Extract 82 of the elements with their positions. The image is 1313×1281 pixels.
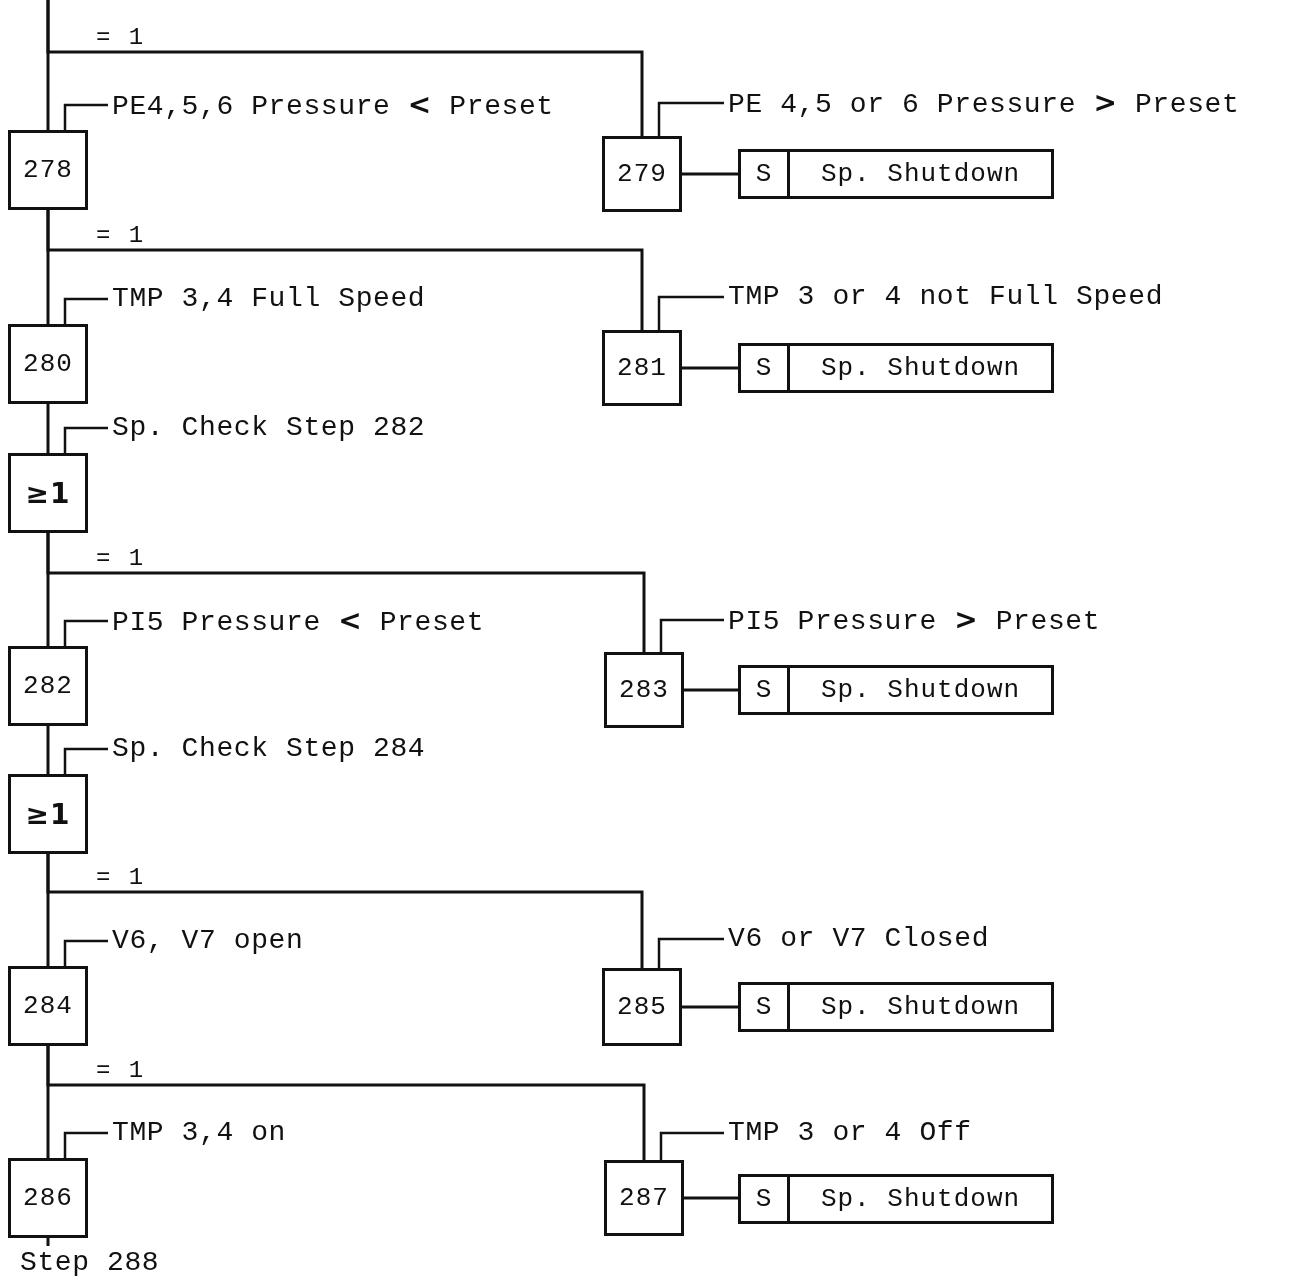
step-box — [604, 1160, 684, 1236]
step-box — [602, 136, 682, 212]
action-box — [738, 982, 1054, 1032]
action-text: Sp. Shutdown — [787, 1177, 1051, 1221]
step-number: 286 — [23, 1183, 73, 1213]
step-number: 287 — [619, 1183, 669, 1213]
connector-line — [682, 1005, 738, 1009]
step-box — [8, 966, 88, 1046]
branch-condition-label: = 1 — [96, 1057, 146, 1084]
connector-line — [46, 854, 644, 968]
connector-line — [46, 533, 646, 652]
step-number: 283 — [619, 675, 669, 705]
connector-line — [46, 1238, 50, 1246]
step-number: 284 — [23, 991, 73, 1021]
step-box — [8, 130, 88, 210]
or-gate-box — [8, 774, 88, 854]
transition-condition: PI5 Pressure > Preset — [728, 603, 1101, 639]
branch-condition-label: = 1 — [96, 24, 146, 51]
transition-condition: V6, V7 open — [112, 924, 304, 958]
action-box — [738, 149, 1054, 199]
connector-line — [684, 1196, 738, 1200]
step-number: 279 — [617, 159, 667, 189]
leader-line — [657, 937, 724, 968]
leader-line — [63, 939, 108, 966]
action-text: Sp. Shutdown — [787, 152, 1051, 196]
branch-condition-label: = 1 — [96, 222, 146, 249]
transition-condition: TMP 3,4 Full Speed — [112, 282, 426, 316]
action-text: Sp. Shutdown — [787, 985, 1051, 1029]
transition-condition: Sp. Check Step 284 — [112, 732, 426, 766]
transition-condition: TMP 3 or 4 not Full Speed — [728, 280, 1164, 314]
leader-line — [657, 295, 724, 330]
gate-label: ≥1 — [25, 797, 71, 831]
step-number: 282 — [23, 671, 73, 701]
branch-condition-label: = 1 — [96, 864, 146, 891]
step-box — [8, 1158, 88, 1238]
leader-line — [63, 103, 108, 130]
action-text: Sp. Shutdown — [787, 346, 1051, 390]
leader-line — [63, 619, 108, 646]
transition-condition: TMP 3,4 on — [112, 1116, 287, 1150]
action-text: Sp. Shutdown — [787, 668, 1051, 712]
branch-condition-label: = 1 — [96, 545, 146, 572]
or-gate-box — [8, 453, 88, 533]
step-box — [8, 324, 88, 404]
action-qualifier: S — [754, 352, 774, 385]
step-number: 281 — [617, 353, 667, 383]
transition-condition: PE 4,5 or 6 Pressure > Preset — [728, 86, 1240, 122]
step-number: 285 — [617, 992, 667, 1022]
transition-condition: TMP 3 or 4 Off — [728, 1116, 972, 1150]
leader-line — [63, 747, 108, 774]
action-box — [738, 343, 1054, 393]
step-box — [602, 968, 682, 1046]
action-box — [738, 665, 1054, 715]
step-number: 278 — [23, 155, 73, 185]
step-number: 280 — [23, 349, 73, 379]
next-step-text: Step 288 — [20, 1246, 160, 1280]
step-box — [604, 652, 684, 728]
leader-line — [63, 426, 108, 453]
connector-line — [46, 1046, 646, 1160]
action-qualifier: S — [754, 674, 774, 707]
connector-line — [46, 0, 644, 136]
connector-line — [684, 688, 738, 692]
step-box — [602, 330, 682, 406]
action-qualifier: S — [754, 991, 774, 1024]
connector-line — [46, 404, 50, 453]
leader-line — [63, 1131, 108, 1158]
step-box — [8, 646, 88, 726]
transition-condition: PI5 Pressure < Preset — [112, 604, 485, 640]
action-box — [738, 1174, 1054, 1224]
connector-line — [682, 172, 738, 176]
connector-line — [682, 366, 738, 370]
transition-condition: PE4,5,6 Pressure < Preset — [112, 88, 554, 124]
transition-condition: Sp. Check Step 282 — [112, 411, 426, 445]
connector-line — [46, 726, 50, 774]
action-qualifier: S — [754, 1183, 774, 1216]
connector-line — [46, 210, 644, 330]
leader-line — [63, 297, 108, 324]
transition-condition: V6 or V7 Closed — [728, 922, 990, 956]
leader-line — [657, 101, 724, 136]
leader-line — [659, 1131, 724, 1160]
leader-line — [659, 618, 724, 652]
action-qualifier: S — [754, 158, 774, 191]
gate-label: ≥1 — [25, 476, 71, 510]
